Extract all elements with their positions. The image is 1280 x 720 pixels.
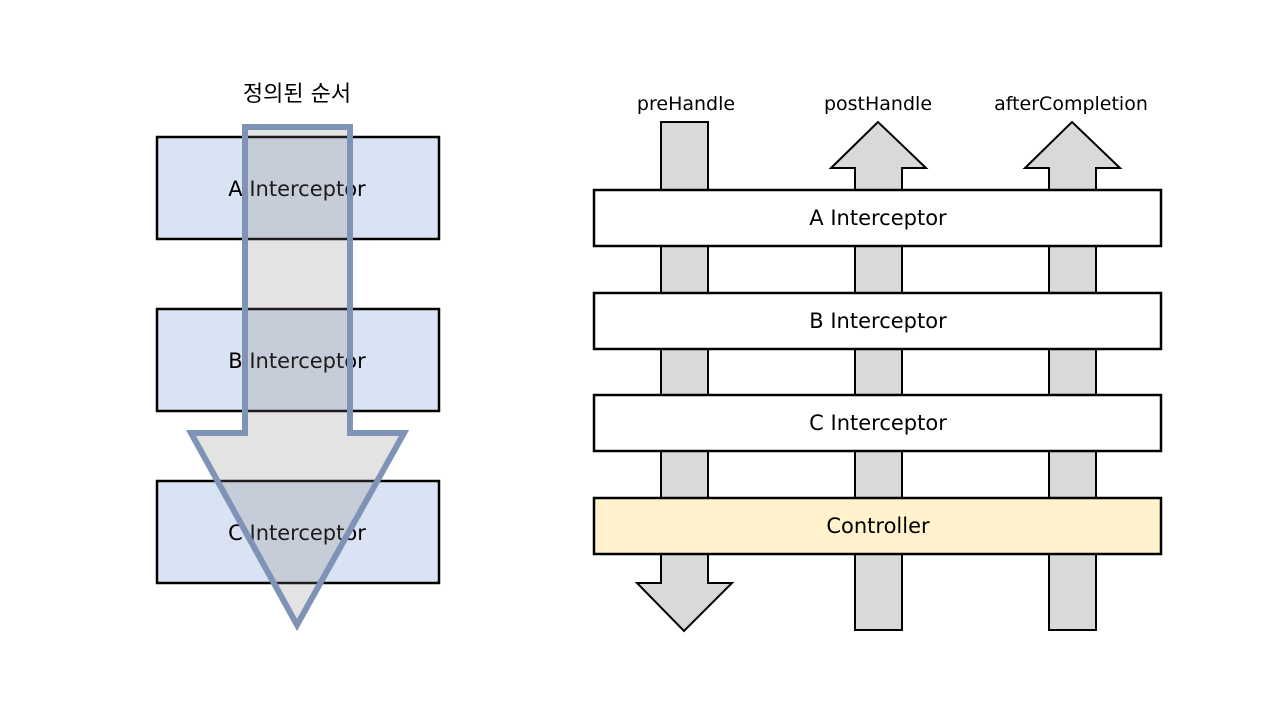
interceptor-bar-b: B Interceptor xyxy=(592,291,1163,351)
interceptor-bar-c: C Interceptor xyxy=(592,393,1163,453)
interceptor-bar-a: A Interceptor xyxy=(592,188,1163,248)
interceptor-bar-label: A Interceptor xyxy=(809,206,947,230)
column-label-posthandle: postHandle xyxy=(824,93,932,115)
controller-bar: Controller xyxy=(592,496,1163,556)
interceptor-box-label: B Interceptor xyxy=(228,349,366,373)
left-panel: 정의된 순서 A Interceptor B Interceptor C Int… xyxy=(155,82,441,632)
interceptor-box-b: B Interceptor xyxy=(155,307,441,413)
interceptor-bar-label: C Interceptor xyxy=(809,411,947,435)
order-down-arrow xyxy=(185,124,410,632)
interceptor-box-label: A Interceptor xyxy=(228,177,366,201)
column-label-prehandle: preHandle xyxy=(637,93,735,115)
defined-order-title: 정의된 순서 xyxy=(243,82,351,107)
interceptor-bar-label: B Interceptor xyxy=(809,309,947,333)
right-panel: preHandle postHandle afterCompletion A I… xyxy=(592,93,1163,633)
column-label-aftercompletion: afterCompletion xyxy=(994,93,1148,115)
controller-bar-label: Controller xyxy=(826,514,930,538)
interceptor-box-a: A Interceptor xyxy=(155,135,441,241)
